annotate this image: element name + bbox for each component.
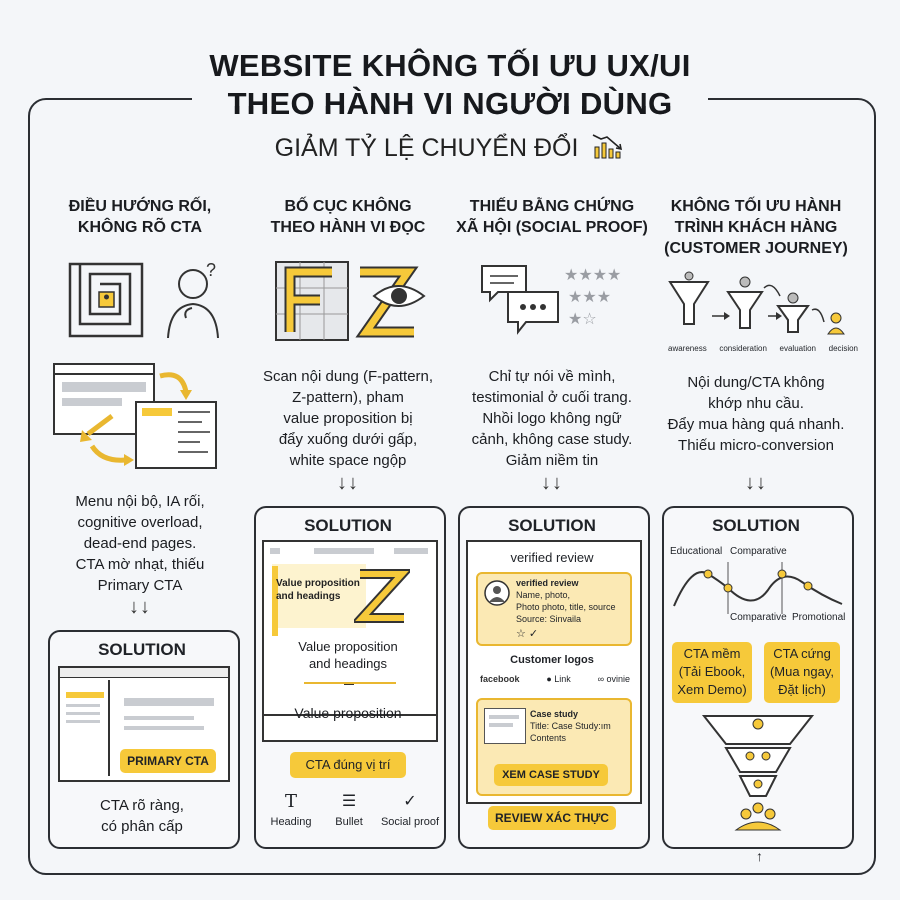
col2-icon-row: T Heading ☰ Bullet ✓ Social proof [262, 792, 440, 836]
messy-navigation-windows-icon [53, 363, 217, 469]
chat-bubbles-stars-icon: ★★★★ ★★★ ★☆ [481, 265, 621, 335]
check-circle-icon: ✓ [403, 793, 417, 810]
heading-item: T Heading [262, 791, 320, 829]
col1-caption: CTA rõ ràng, có phân cấp [100, 797, 184, 835]
svg-text:★★★★: ★★★★ [564, 265, 621, 284]
logo-facebook: facebook [480, 674, 520, 684]
curve-label-promotional: Promotional [792, 612, 846, 623]
col2-heading: BỐ CỤC KHÔNG THEO HÀNH VI ĐỌC [270, 198, 426, 236]
social-proof-item: ✓ Social proof [376, 792, 444, 828]
cta-right-position-button[interactable]: CTA đúng vị trí [290, 752, 406, 778]
verified-review-heading: verified review [510, 550, 594, 565]
declining-chart-icon [593, 134, 623, 159]
svg-text:★★★: ★★★ [568, 287, 611, 306]
journey-curve-icon [673, 562, 843, 614]
col1-solution-title: SOLUTION [98, 640, 186, 659]
case-study-thumbnail [484, 708, 526, 744]
case-study-card: Case study Title: Case Study:ım Contents… [476, 698, 632, 796]
verified-review-card: verified review Name, photo, Photo photo… [476, 572, 632, 646]
col2-solution-title: SOLUTION [304, 516, 392, 535]
col1-description: Menu nội bộ, IA rối, cognitive overload,… [75, 493, 205, 594]
z-pattern-icon [354, 569, 410, 623]
curve-label-comparative-bottom: Comparative [730, 612, 787, 623]
avatar-icon [484, 580, 510, 606]
curve-label-educational: Educational [670, 546, 723, 557]
bullet-list-icon: ☰ [341, 793, 357, 810]
conversion-funnel-icon [701, 715, 815, 831]
col1-down-arrows-icon: ↓↓ [129, 596, 151, 618]
vp-bottom-text: Value proposition [294, 705, 402, 721]
col3-solution-title: SOLUTION [508, 516, 596, 535]
soft-cta-button[interactable]: CTA mềm (Tải Ebook, Xem Demo) [672, 642, 752, 703]
col2-description: Scan nội dung (F-pattern, Z-pattern), ph… [262, 368, 434, 469]
hard-cta-button[interactable]: CTA cứng (Mua ngay, Đặt lịch) [764, 642, 840, 703]
col4-solution-title: SOLUTION [712, 516, 800, 535]
journey-stage-labels: awareness consideration evaluation decis… [668, 344, 858, 353]
col4-heading: KHÔNG TỐI ƯU HÀNH TRÌNH KHÁCH HÀNG (CUST… [664, 198, 848, 257]
logo-link: ● Link [546, 674, 571, 684]
col4-down-arrows-icon: ↓↓ [745, 472, 767, 494]
col3-description: Chỉ tự nói về mình, testimonial ở cuối t… [471, 368, 633, 469]
link-icon: ∞ [597, 674, 607, 684]
maze-confused-person-icon: ? [68, 262, 219, 339]
page-subtitle: GIẢM TỶ LỆ CHUYỂN ĐỔI [0, 133, 900, 163]
subtitle-text: GIẢM TỶ LỆ CHUYỂN ĐỔI [274, 134, 579, 162]
verified-review-button[interactable]: REVIEW XÁC THỰC [488, 806, 616, 830]
customer-logos-row: facebook ● Link ∞ ovinie [480, 674, 630, 684]
page-title-line-1: WEBSITE KHÔNG TỐI ƯU UX/UI [209, 48, 691, 83]
star-check-icon: ☆ ✓ [516, 628, 539, 640]
svg-text:★☆: ★☆ [568, 309, 597, 328]
primary-cta-button[interactable]: PRIMARY CTA [120, 749, 216, 773]
col3-heading: THIẾU BẰNG CHỨNG XÃ HỘI (SOCIAL PROOF) [456, 198, 648, 236]
svg-text:?: ? [206, 262, 216, 280]
f-z-pattern-eye-icon [275, 261, 426, 341]
col1-heading: ĐIỀU HƯỚNG RỐI, KHÔNG RÕ CTA [68, 198, 212, 236]
col3-down-arrows-icon: ↓↓ [541, 472, 563, 494]
view-case-study-button[interactable]: XEM CASE STUDY [494, 764, 608, 786]
frame-loop-arrow-icon: ↑ [756, 848, 763, 864]
col4-description: Nội dung/CTA không khớp nhu cầu. Đẩy mua… [667, 374, 845, 454]
customer-journey-funnels-icon [668, 271, 845, 335]
logo-ovinie: ∞ ovinie [597, 674, 630, 684]
col2-down-arrows-icon: ↓↓ [337, 472, 359, 494]
vp-small-text: Value proposition and headings [276, 578, 360, 602]
customer-logos-heading: Customer logos [510, 654, 594, 666]
bullet-item: ☰ Bullet [320, 792, 378, 828]
text-icon: T [284, 791, 297, 812]
apple-icon: ● [546, 674, 555, 684]
vp-mid-text: Value proposition and headings [298, 639, 398, 671]
vp-mid-arrow-icon [344, 676, 354, 685]
page-title-line-2-overlay: THEO HÀNH VI NGƯỜI DÙNG [227, 86, 673, 121]
curve-label-comparative-top: Comparative [730, 546, 787, 557]
